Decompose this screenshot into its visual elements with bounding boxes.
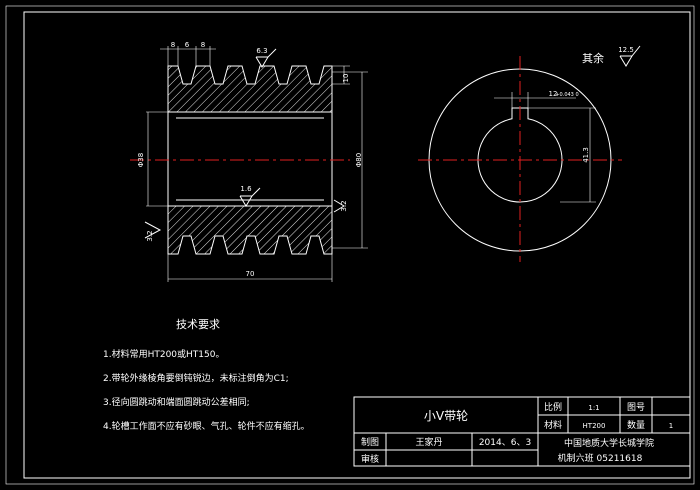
roughness-top: 6.3 bbox=[256, 47, 267, 55]
dim-keyway-tol: +0.043 0 bbox=[555, 92, 578, 98]
drawn-label: 制图 bbox=[361, 436, 379, 448]
material-label: 材料 bbox=[544, 419, 562, 431]
part-name: 小V带轮 bbox=[424, 409, 468, 423]
drawn-by: 王家丹 bbox=[415, 436, 442, 448]
dim-top-c: 8 bbox=[201, 41, 205, 49]
scale-value: 1:1 bbox=[588, 404, 599, 412]
dim-width-70: 70 bbox=[246, 270, 255, 278]
scale-label: 比例 bbox=[544, 401, 562, 413]
qty-value: 1 bbox=[669, 422, 673, 430]
outer-frame bbox=[5, 5, 695, 485]
side-view: 12 +0.043 0 41.3 其余 12.5 bbox=[418, 45, 641, 262]
inner-frame bbox=[23, 11, 691, 479]
tech-item-1: 1.材料常用HT200或HT150。 bbox=[103, 348, 224, 360]
other-roughness: 12.5 bbox=[618, 46, 634, 54]
dim-top-a: 8 bbox=[171, 41, 175, 49]
upper-rim-section bbox=[167, 65, 333, 113]
drawing-no-label: 图号 bbox=[627, 402, 645, 413]
dim-depth: 41.3 bbox=[582, 147, 590, 163]
qty-label: 数量 bbox=[627, 419, 645, 431]
roughness-left: 3.2 bbox=[146, 230, 154, 241]
tech-item-2: 2.带轮外缘棱角要倒钝锐边，未标注倒角为C1; bbox=[103, 372, 289, 384]
technical-requirements: 技术要求 1.材料常用HT200或HT150。 2.带轮外缘棱角要倒钝锐边，未标… bbox=[103, 318, 310, 432]
roughness-center: 1.6 bbox=[240, 185, 252, 193]
draw-date: 2014、6、3 bbox=[479, 438, 531, 448]
tech-item-4: 4.轮槽工作面不应有砂眼、气孔、轮件不应有缩孔。 bbox=[103, 420, 310, 432]
dim-bore: Φ38 bbox=[137, 153, 145, 167]
dim-height-10: 10 bbox=[342, 74, 350, 83]
dim-top-b: 6 bbox=[185, 41, 190, 49]
front-section-view: 8 6 8 6.3 10 Φ80 Φ38 1.6 3.2 3.2 bbox=[130, 41, 368, 282]
school-name: 中国地质大学长城学院 bbox=[564, 437, 654, 449]
material-value: HT200 bbox=[583, 422, 606, 430]
bore-with-keyway bbox=[477, 107, 563, 203]
other-label: 其余 bbox=[582, 51, 604, 65]
dim-keyway: 12 bbox=[549, 90, 558, 98]
lower-rim-section bbox=[167, 205, 333, 255]
tech-title: 技术要求 bbox=[176, 318, 220, 331]
checked-label: 审核 bbox=[361, 453, 379, 465]
class-id: 机制六班 05211618 bbox=[558, 452, 643, 464]
roughness-right: 3.2 bbox=[340, 200, 348, 211]
dim-phi80: Φ80 bbox=[355, 153, 363, 167]
tech-item-3: 3.径向圆跳动和端面圆跳动公差相同; bbox=[103, 396, 250, 408]
title-block: 小V带轮 比例 1:1 图号 材料 HT200 数量 1 制图 王家丹 2014… bbox=[353, 396, 691, 467]
